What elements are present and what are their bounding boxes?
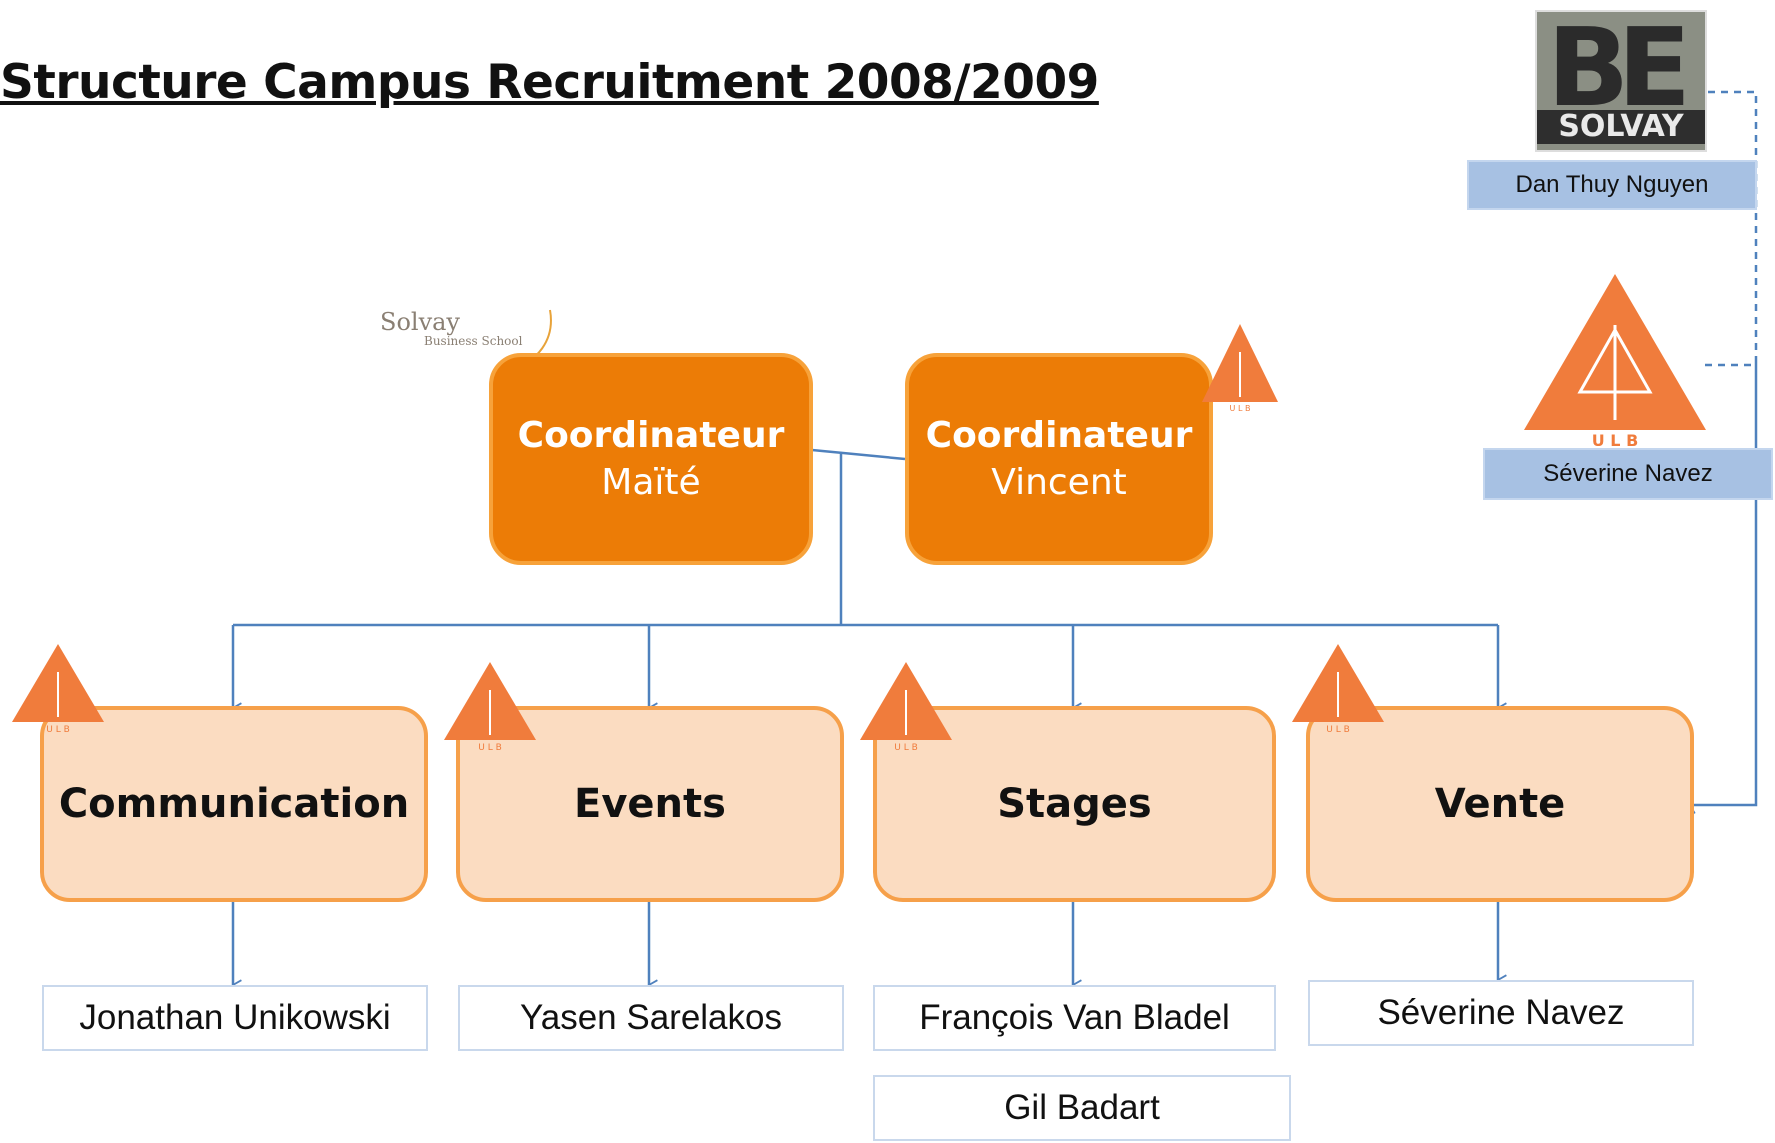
department-label: Vente	[1434, 781, 1566, 827]
be-solvay-name-tag: Dan Thuy Nguyen	[1467, 160, 1757, 210]
be-logo-name: SOLVAY	[1537, 110, 1705, 144]
cercle-solvay-icon: U L B	[1202, 324, 1278, 412]
cercle-solvay-icon: U L B	[444, 662, 536, 752]
cercle-base: U L B	[1230, 404, 1251, 412]
member-name: Gil Badart	[1004, 1088, 1160, 1127]
member-name: Yasen Sarelakos	[519, 998, 782, 1037]
department-label: Communication	[58, 781, 410, 827]
coordinator-role: Coordinateur	[925, 415, 1193, 456]
cercle-base: U L B	[46, 725, 70, 734]
page-title: Structure Campus Recruitment 2008/2009	[0, 55, 1099, 110]
cercle-base: U L B	[478, 743, 502, 752]
name-tag-text: Dan Thuy Nguyen	[1515, 171, 1709, 198]
member-box: Gil Badart	[873, 1075, 1291, 1141]
coordinator-link-line	[811, 448, 906, 461]
be-solvay-dashed-line	[1708, 90, 1758, 360]
member-box: Yasen Sarelakos	[458, 985, 844, 1051]
member-name: Jonathan Unikowski	[79, 998, 391, 1037]
cercle-solvay-icon: U L B	[860, 662, 952, 752]
department-label: Stages	[997, 781, 1152, 827]
cercle-solvay-logo: CERCLE SOLVAY U L B	[1524, 274, 1706, 450]
cercle-solvay-name-tag: Séverine Navez	[1483, 448, 1773, 500]
cercle-solvay-icon: U L B	[12, 644, 104, 734]
cercle-base: U L B	[894, 743, 918, 752]
sbs-logo-subtitle: Business School	[424, 334, 523, 348]
coordinator-box-vincent: Coordinateur Vincent	[905, 353, 1213, 565]
coordinator-role: Coordinateur	[517, 415, 785, 456]
solvay-business-school-logo: Solvay Business School	[380, 308, 560, 378]
be-solvay-logo: BE SOLVAY	[1535, 6, 1707, 152]
cercle-solvay-icon: U L B	[1292, 644, 1384, 734]
coordinator-box-maite: Coordinateur Maïté	[489, 353, 813, 565]
member-box: Séverine Navez	[1308, 980, 1694, 1046]
cercle-base: U L B	[1326, 725, 1350, 734]
department-box-vente: Vente	[1306, 706, 1694, 902]
coordinator-name: Maïté	[601, 462, 701, 503]
department-box-communication: Communication	[40, 706, 428, 902]
member-name: François Van Bladel	[919, 998, 1230, 1037]
coordinator-name: Vincent	[991, 462, 1127, 503]
member-name: Séverine Navez	[1377, 993, 1625, 1032]
member-box: Jonathan Unikowski	[42, 985, 428, 1051]
cercle-base: U L B	[1592, 431, 1639, 450]
member-box: François Van Bladel	[873, 985, 1276, 1051]
department-label: Events	[574, 781, 726, 827]
sbs-logo-name: Solvay	[380, 308, 460, 336]
name-tag-text: Séverine Navez	[1543, 460, 1713, 487]
